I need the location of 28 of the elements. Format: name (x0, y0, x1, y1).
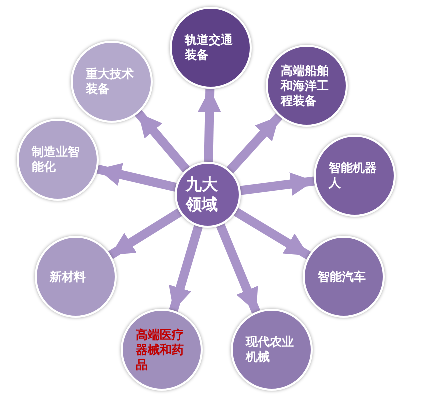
arrow (226, 113, 283, 174)
circle-label: 智能汽车 (318, 270, 367, 284)
category-circle (35, 236, 117, 318)
arrow (169, 225, 203, 312)
category-circle (231, 309, 313, 391)
circle-label: 高端船舶和海洋工程装备 (281, 64, 330, 108)
category-circle (170, 7, 252, 89)
category-circle (303, 236, 385, 318)
circle-label: 重大技术装备 (86, 67, 135, 97)
arrow (234, 208, 312, 260)
category-circle (121, 309, 203, 391)
circle-label: 轨道交通装备 (185, 33, 234, 63)
circle-label: 九大领域 (186, 175, 219, 215)
circle-label: 现代农业机械 (246, 335, 295, 365)
circle-label: 制造业智能化 (32, 145, 81, 175)
category-circle (17, 119, 99, 201)
arrow (198, 88, 222, 162)
arrow (135, 110, 190, 173)
arrow (108, 208, 182, 260)
circle-label: 智能机器人 (329, 161, 378, 191)
category-circle (314, 135, 396, 217)
circle-label: 新材料 (50, 270, 87, 284)
arrow (96, 163, 177, 192)
category-circle (266, 45, 348, 127)
arrow (240, 172, 315, 196)
category-circle (71, 41, 153, 123)
center-circle (175, 162, 241, 228)
circle-label: 高端医疗器械和药品 (136, 328, 185, 372)
